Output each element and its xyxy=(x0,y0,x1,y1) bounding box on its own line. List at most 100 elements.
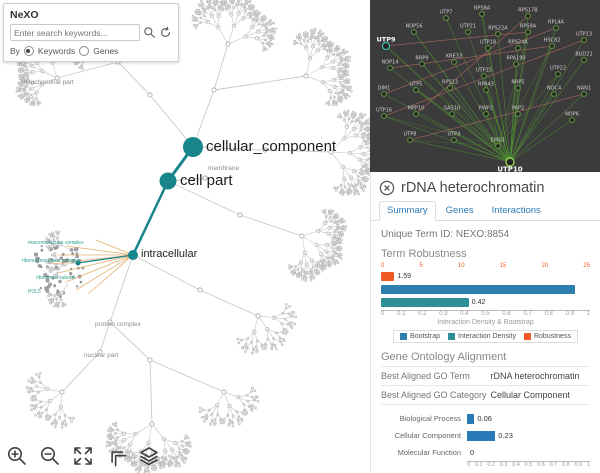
network-node-label: RPS13 xyxy=(442,80,458,86)
go-term-value: rDNA heterochromatin xyxy=(490,371,580,381)
go-chart-row: Molecular Function 0 xyxy=(381,444,590,461)
app-title: NeXO xyxy=(10,9,39,21)
network-node[interactable] xyxy=(495,31,501,37)
chart-legend: Bootstrap Interaction Density Robustness xyxy=(381,330,590,343)
network-node[interactable] xyxy=(479,11,485,17)
robustness-bar xyxy=(381,272,395,281)
unique-term-id: Unique Term ID: NEXO:8854 xyxy=(381,229,510,240)
tree-node-cellular-component[interactable] xyxy=(183,137,203,157)
network-node[interactable] xyxy=(551,91,557,97)
go-chart-bar xyxy=(467,413,475,424)
network-node-label: RRP5 xyxy=(511,80,524,86)
search-input[interactable] xyxy=(10,24,140,41)
network-node[interactable] xyxy=(465,29,471,35)
tab-summary[interactable]: Summary xyxy=(379,201,436,221)
network-node[interactable] xyxy=(505,157,515,167)
network-node[interactable] xyxy=(483,111,489,117)
go-category-value: Cellular Component xyxy=(490,390,571,400)
network-node[interactable] xyxy=(485,45,491,51)
network-node[interactable] xyxy=(515,85,521,91)
network-node[interactable] xyxy=(451,137,457,143)
go-category-label: Best Aligned GO Category xyxy=(381,390,487,400)
network-node-label: UTP13 xyxy=(576,32,592,38)
ontology-tree-panel[interactable]: cellular_component cell part intracellul… xyxy=(0,0,370,473)
double-chevron-icon[interactable] xyxy=(105,445,127,467)
term-title: rDNA heterochromatin xyxy=(401,180,545,196)
network-node[interactable] xyxy=(381,113,387,119)
network-node-label: RPS24A xyxy=(508,40,528,46)
network-node[interactable] xyxy=(449,111,455,117)
network-node-label: RPS9A xyxy=(520,24,537,30)
network-node[interactable] xyxy=(381,91,387,97)
robustness-bar-value: 1.59 xyxy=(397,273,411,280)
legend-bootstrap: Bootstrap xyxy=(400,333,440,340)
network-node[interactable] xyxy=(515,45,521,51)
network-node[interactable] xyxy=(525,29,531,35)
network-node[interactable] xyxy=(555,71,561,77)
network-node-label: RPA43 xyxy=(478,82,494,88)
zoom-in-icon[interactable] xyxy=(6,445,28,467)
network-node[interactable] xyxy=(419,61,425,67)
network-node[interactable] xyxy=(413,87,419,93)
network-node[interactable] xyxy=(407,137,413,143)
network-node[interactable] xyxy=(382,42,390,50)
network-node[interactable] xyxy=(411,29,417,35)
network-node-label: EMG1 xyxy=(491,138,506,144)
close-icon[interactable] xyxy=(379,180,395,196)
tab-genes[interactable]: Genes xyxy=(445,205,474,216)
network-node[interactable] xyxy=(581,91,587,97)
legend-swatch-density xyxy=(448,333,455,340)
network-node-label: NAN1 xyxy=(577,86,591,92)
network-node[interactable] xyxy=(553,25,559,31)
zoom-out-icon[interactable] xyxy=(39,445,61,467)
network-node[interactable] xyxy=(549,43,555,49)
radio-keywords[interactable] xyxy=(23,46,34,56)
bootstrap-bar xyxy=(381,285,576,294)
layers-icon[interactable] xyxy=(138,445,160,467)
network-node-label: UTP7 xyxy=(440,10,453,16)
go-chart-bar xyxy=(467,430,496,441)
network-node-label: BUD21 xyxy=(575,52,592,58)
network-node-label: UTP5 xyxy=(410,82,423,88)
radio-genes-label[interactable]: Genes xyxy=(93,46,119,56)
network-node-label: UTP21 xyxy=(460,24,476,30)
reset-icon[interactable] xyxy=(159,26,172,39)
network-node[interactable] xyxy=(387,65,393,71)
search-icon[interactable] xyxy=(143,26,156,39)
tab-interactions[interactable]: Interactions xyxy=(491,205,541,216)
network-node[interactable] xyxy=(525,13,531,19)
tree-node-cell-part[interactable] xyxy=(159,172,177,190)
network-node-label: NOP56 xyxy=(405,24,422,30)
radio-keywords-label[interactable]: Keywords xyxy=(37,46,76,56)
radio-genes[interactable] xyxy=(79,46,90,56)
network-node[interactable] xyxy=(495,143,501,149)
network-node[interactable] xyxy=(413,111,419,117)
network-node[interactable] xyxy=(581,57,587,63)
network-node[interactable] xyxy=(513,61,519,67)
view-toolbar xyxy=(6,445,160,467)
network-node-label: RRP9 xyxy=(415,56,428,62)
network-node[interactable] xyxy=(443,15,449,21)
search-by-label: By xyxy=(10,46,20,56)
go-chart-value: 0.06 xyxy=(477,414,492,423)
tree-node-intracellular[interactable] xyxy=(128,250,138,260)
network-node[interactable] xyxy=(515,111,521,117)
network-node-label: NOC4 xyxy=(547,86,561,92)
network-node[interactable] xyxy=(569,117,575,123)
legend-robustness: Robustness xyxy=(523,333,571,340)
density-bar xyxy=(381,298,469,307)
network-node[interactable] xyxy=(481,73,487,79)
ontology-tree-canvas[interactable] xyxy=(0,0,370,473)
network-node[interactable] xyxy=(581,37,587,43)
network-node[interactable] xyxy=(451,59,457,65)
network-node[interactable] xyxy=(447,85,453,91)
fit-view-icon[interactable] xyxy=(72,445,94,467)
network-node[interactable] xyxy=(483,87,489,93)
network-node-label: NOP6 xyxy=(565,112,579,118)
network-node-label: KRE33 xyxy=(446,54,462,60)
